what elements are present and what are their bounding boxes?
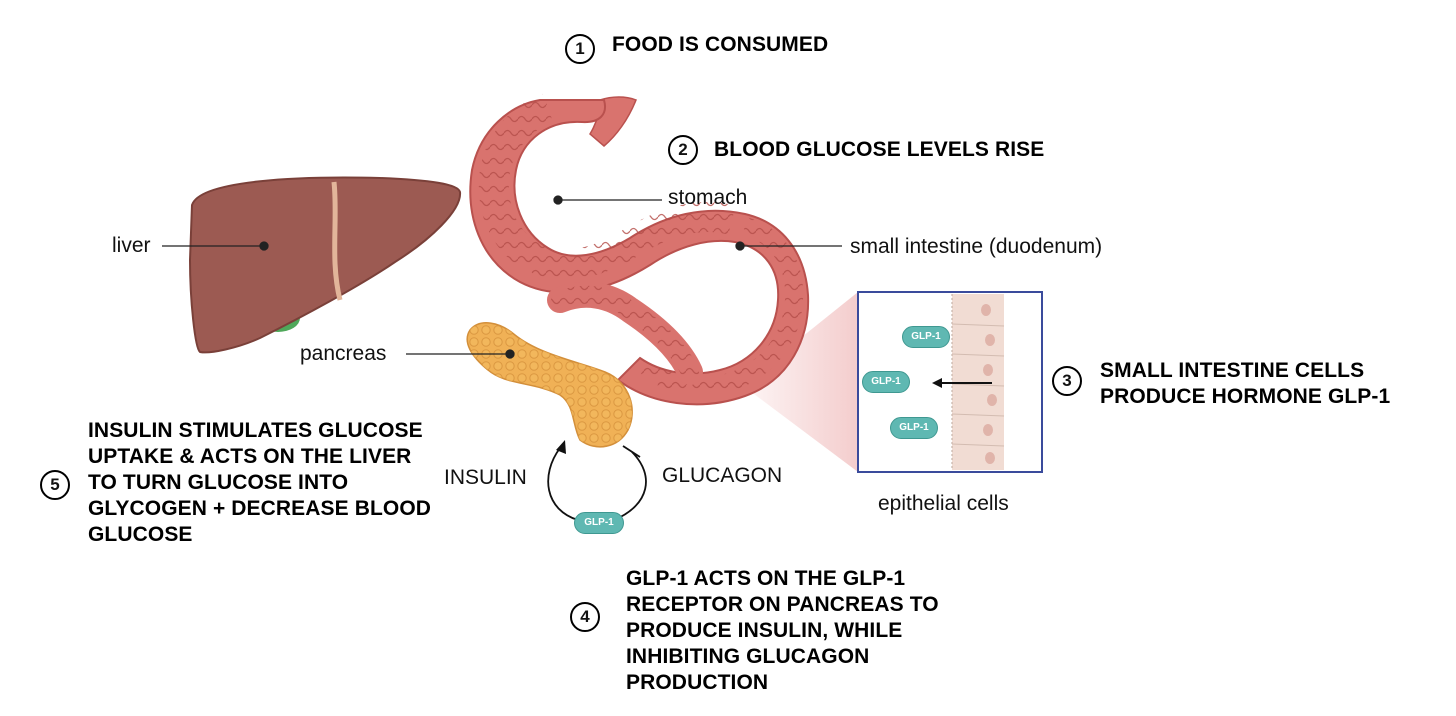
glucagon-label: GLUCAGON <box>662 464 783 487</box>
step-1-text: FOOD IS CONSUMED <box>612 33 829 56</box>
regulation-arrows <box>547 440 647 521</box>
glp1-pill: GLP-1 <box>890 417 938 439</box>
inset-projection <box>742 292 858 472</box>
step-4-number: 4 <box>570 602 600 632</box>
small-intestine-label: small intestine (duodenum) <box>850 235 1103 258</box>
epithelial-inset <box>857 291 1043 473</box>
step-2-number: 2 <box>668 135 698 165</box>
step-3-text: SMALL INTESTINE CELLS PRODUCE HORMONE GL… <box>1100 359 1391 408</box>
pancreas-icon <box>466 322 633 448</box>
step-2-text: BLOOD GLUCOSE LEVELS RISE <box>714 138 1045 161</box>
insulin-label: INSULIN <box>444 466 527 489</box>
liver-icon <box>188 176 462 354</box>
epithelial-cells-label: epithelial cells <box>878 492 1009 515</box>
stomach-label: stomach <box>668 186 748 209</box>
leader-lines <box>162 195 842 359</box>
step-1-number: 1 <box>565 34 595 64</box>
step-5-number: 5 <box>40 470 70 500</box>
step-5-text: INSULIN STIMULATES GLUCOSE UPTAKE & ACTS… <box>88 419 432 546</box>
glp1-pill: GLP-1 <box>902 326 950 348</box>
liver-label: liver <box>112 234 151 257</box>
glp1-pill: GLP-1 <box>574 512 624 534</box>
step-4-text: GLP-1 ACTS ON THE GLP-1 RECEPTOR ON PANC… <box>626 567 939 694</box>
pancreas-label: pancreas <box>300 342 387 365</box>
stomach-icon <box>469 93 810 406</box>
step-3-number: 3 <box>1052 366 1082 396</box>
glp1-pill: GLP-1 <box>862 371 910 393</box>
